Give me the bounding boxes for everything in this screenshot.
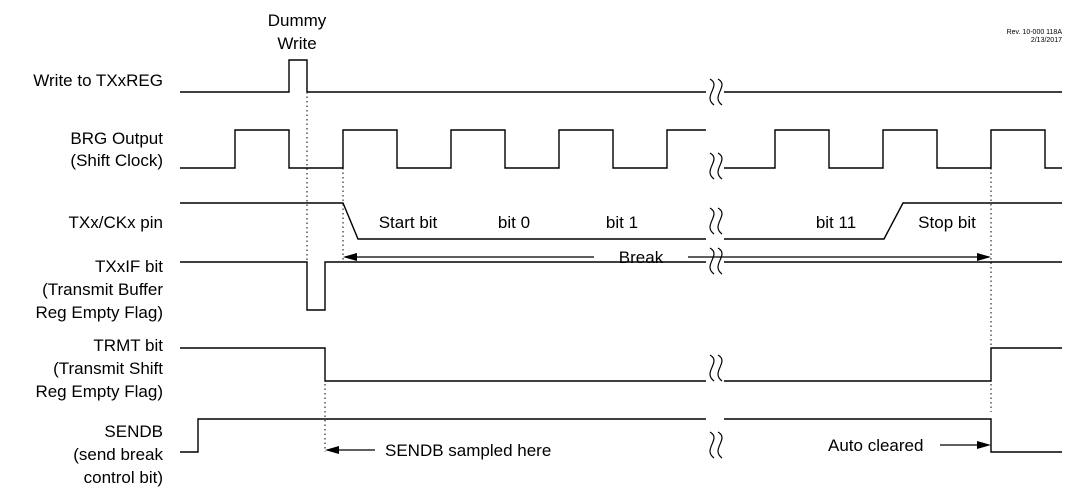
signal-label-trmt-line2: (Transmit Shift <box>53 359 163 378</box>
signal-label-brg-line2: (Shift Clock) <box>70 151 163 170</box>
signal-label-brg-line1: BRG Output <box>70 129 163 148</box>
signal-label-trmt-line3: Reg Empty Flag) <box>35 382 163 401</box>
auto-cleared-arrow <box>940 441 991 449</box>
waveform-txpin <box>180 202 1062 240</box>
signal-label-sendb-line2: (send break <box>73 445 163 464</box>
dummy-write-label-line1: Dummy <box>268 11 327 30</box>
signal-label-trmt-line1: TRMT bit <box>93 336 163 355</box>
revision-date: 2/13/2017 <box>1031 37 1062 44</box>
sendb-sampled-arrow <box>325 446 375 454</box>
signal-label-sendb-line3: control bit) <box>84 468 163 487</box>
signal-label-txif-line3: Reg Empty Flag) <box>35 303 163 322</box>
break-arrow <box>343 253 991 261</box>
bit-label-start: Start bit <box>379 213 438 232</box>
signal-label-txpin: TXx/CKx pin <box>69 213 163 232</box>
waveform-trmt <box>180 347 1062 382</box>
bit-label-11: bit 11 <box>816 213 856 232</box>
waveform-sendb <box>180 418 1062 453</box>
revision-number: Rev. 10-000 118A <box>1007 29 1063 36</box>
signal-label-txreg: Write to TXxREG <box>33 71 163 90</box>
dummy-write-label-line2: Write <box>277 34 316 53</box>
break-label: Break <box>619 248 664 267</box>
waveform-brg <box>180 129 1062 169</box>
signal-label-sendb-line1: SENDB <box>104 422 163 441</box>
signal-label-txif-line2: (Transmit Buffer <box>42 280 163 299</box>
bit-label-1: bit 1 <box>606 213 638 232</box>
auto-cleared-label: Auto cleared <box>828 436 923 455</box>
signal-label-txif-line1: TXxIF bit <box>95 257 163 276</box>
waveform-txreg <box>180 59 1062 93</box>
bit-label-0: bit 0 <box>498 213 530 232</box>
sendb-sampled-label: SENDB sampled here <box>385 441 551 460</box>
time-break-mark <box>709 78 723 459</box>
bit-label-stop: Stop bit <box>918 213 976 232</box>
waveform-txif <box>180 261 1062 311</box>
